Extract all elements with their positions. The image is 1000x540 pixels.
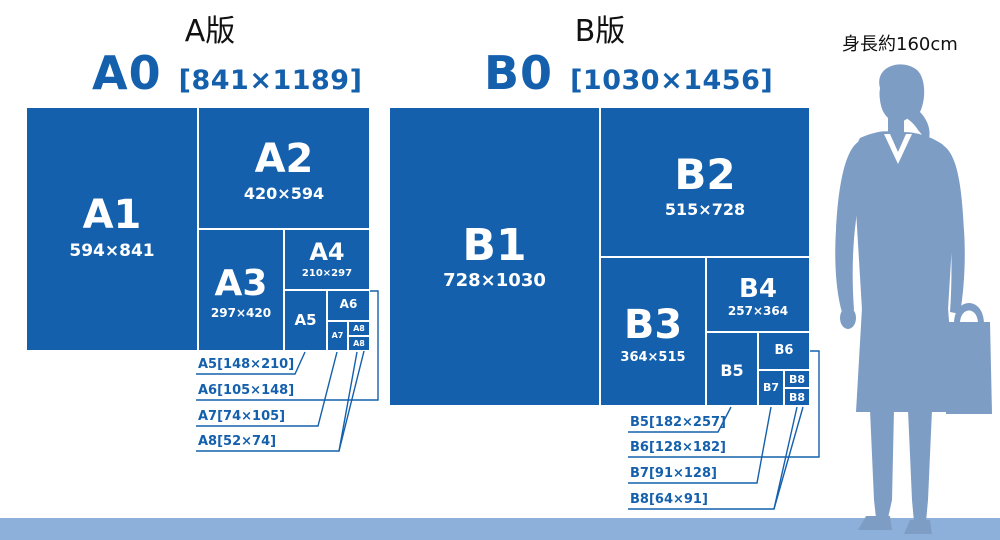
sheet-b4-dims: 257×364 <box>727 304 789 318</box>
callout-a5: A5[148×210] <box>198 357 295 372</box>
sheet-a8-top-name: A8 <box>353 324 365 333</box>
sheet-b1-name: B1 <box>462 220 527 271</box>
b0-title: B0 [1030×1456] <box>484 46 773 100</box>
sheet-a5: A5 <box>284 290 327 351</box>
b0-title-dims: [1030×1456] <box>570 65 774 96</box>
callout-b8: B8[64×91] <box>630 492 708 507</box>
sheet-b8-top: B8 <box>784 370 810 388</box>
sheet-b2-name: B2 <box>674 150 736 199</box>
callout-a6: A6[105×148] <box>198 383 295 398</box>
sheet-a7: A7 <box>327 321 348 351</box>
sheet-a4: A4 210×297 <box>284 229 370 290</box>
sheet-b8-top-name: B8 <box>788 373 806 386</box>
sheet-b8-bottom-name: B8 <box>788 391 806 404</box>
sheet-a6: A6 <box>327 290 370 321</box>
sheet-a7-name: A7 <box>331 331 344 340</box>
sheet-b8-bottom: B8 <box>784 388 810 406</box>
sheet-b5-name: B5 <box>720 361 744 380</box>
sheet-a2: A2 420×594 <box>198 107 370 229</box>
leader-line-b6 <box>628 350 820 458</box>
sheet-b1-dims: 728×1030 <box>443 270 546 291</box>
callout-b6: B6[128×182] <box>630 440 727 455</box>
sheet-a3: A3 297×420 <box>198 229 284 351</box>
sheet-b3-dims: 364×515 <box>620 350 686 365</box>
sheet-b2: B2 515×728 <box>600 107 810 257</box>
sheet-a1-dims: 594×841 <box>69 241 155 261</box>
callout-a8: A8[52×74] <box>198 434 277 449</box>
sheet-b5: B5 <box>706 332 758 406</box>
leader-line-b5 <box>628 406 732 433</box>
leader-line-a5 <box>196 351 306 375</box>
leader-line-a8b <box>338 350 365 452</box>
a0-title-name: A0 <box>92 46 162 100</box>
sheet-b2-dims: 515×728 <box>664 200 746 219</box>
sheet-a8-top: A8 <box>348 321 370 336</box>
a0-title-dims: [841×1189] <box>178 65 363 96</box>
sheet-b7-name: B7 <box>762 381 780 394</box>
callout-a7: A7[74×105] <box>198 409 286 424</box>
person-silhouette-icon <box>835 64 992 534</box>
sheet-a6-name: A6 <box>339 297 358 311</box>
sheet-a1: A1 594×841 <box>26 107 198 351</box>
leader-line-b8b <box>773 406 804 510</box>
leader-line-b7 <box>628 406 772 484</box>
sheet-a1-name: A1 <box>82 192 142 238</box>
sheet-b6: B6 <box>758 332 810 370</box>
b0-title-name: B0 <box>484 46 554 100</box>
sheet-b3-name: B3 <box>623 302 683 348</box>
ground-strip <box>0 518 1000 540</box>
sheet-b4-name: B4 <box>739 274 777 304</box>
sheet-a4-name: A4 <box>309 238 345 266</box>
callout-b7: B7[91×128] <box>630 466 717 481</box>
sheet-a4-dims: 210×297 <box>301 268 353 279</box>
sheet-a8-bottom-name: A8 <box>353 339 365 348</box>
sheet-a2-dims: 420×594 <box>243 184 325 203</box>
sheet-b1: B1 728×1030 <box>389 107 600 406</box>
sheet-a3-dims: 297×420 <box>210 306 272 320</box>
sheet-b4: B4 257×364 <box>706 257 810 332</box>
sheet-a2-name: A2 <box>254 136 314 182</box>
a0-title: A0 [841×1189] <box>92 46 362 100</box>
b-series-heading: B版 <box>574 14 626 49</box>
sheet-b3: B3 364×515 <box>600 257 706 406</box>
a-series-heading: A版 <box>184 14 236 49</box>
callout-b5: B5[182×257] <box>630 415 727 430</box>
sheet-a8-bottom: A8 <box>348 336 370 351</box>
sheet-a3-name: A3 <box>214 263 268 304</box>
person-height-label: 身長約160cm <box>842 34 958 55</box>
sheet-b7: B7 <box>758 370 784 406</box>
sheet-b6-name: B6 <box>774 343 794 358</box>
sheet-a5-name: A5 <box>294 311 317 329</box>
leader-line-a6 <box>196 290 379 401</box>
leader-line-a7 <box>196 351 338 427</box>
